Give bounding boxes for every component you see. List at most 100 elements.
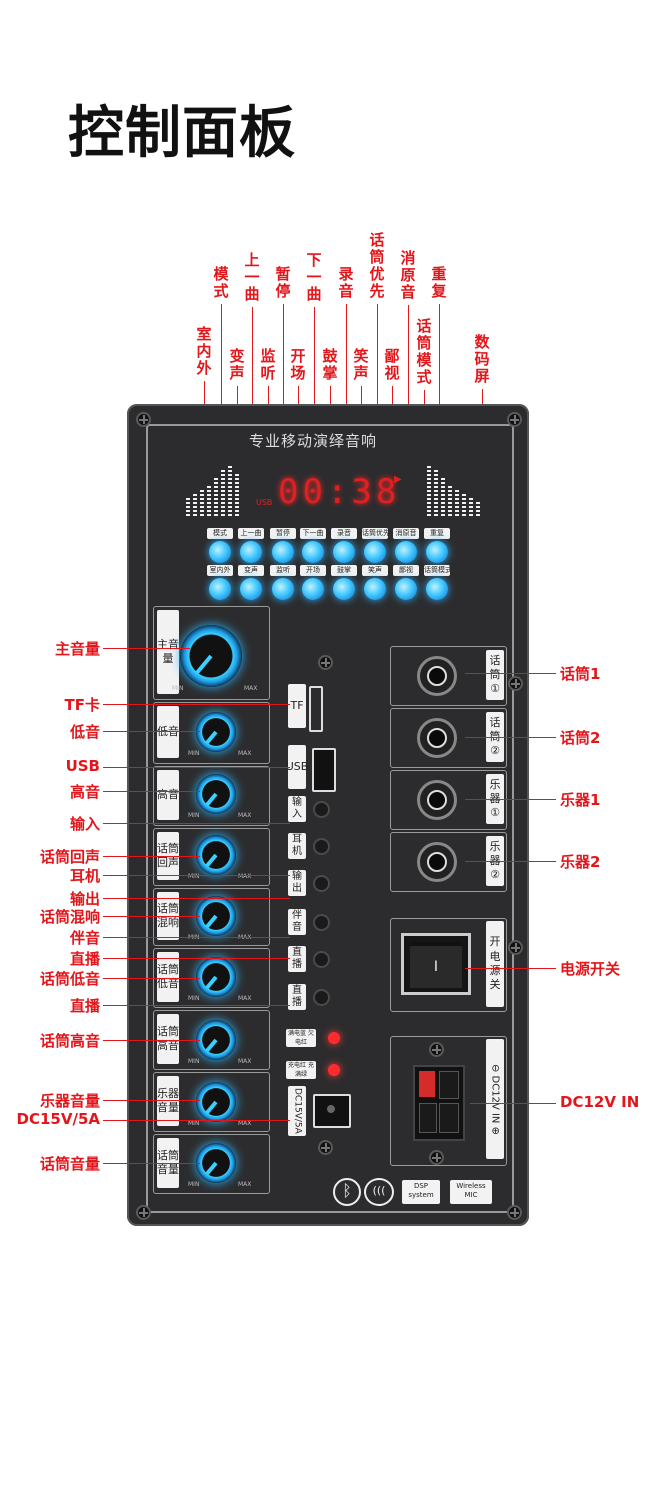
audio-jack-6[interactable]: [313, 989, 330, 1006]
screw-icon: [318, 1140, 333, 1155]
function-button-5[interactable]: [333, 541, 355, 563]
top-callout-3: 暂停: [275, 265, 291, 300]
left-callout-17: DC15V/5A: [16, 1110, 100, 1128]
right-callout-6: DC12V IN: [560, 1093, 640, 1111]
volume-knob-1[interactable]: [180, 625, 242, 687]
volume-knob-2[interactable]: [196, 712, 236, 752]
socket-label: 话筒①: [486, 650, 504, 700]
function-button-16[interactable]: [426, 578, 448, 600]
battery-led: [328, 1032, 340, 1044]
function-button-11[interactable]: [272, 578, 294, 600]
audio-jack-5[interactable]: [313, 951, 330, 968]
function-button-8[interactable]: [426, 541, 448, 563]
combo-jack-3[interactable]: [417, 780, 457, 820]
port-label-2: 耳机: [288, 833, 306, 859]
button-label-16: 话筒模式: [424, 565, 450, 576]
eq-meter-bar: [427, 466, 431, 518]
usb-port[interactable]: [312, 748, 336, 792]
knob-min-label: MIN: [188, 1058, 200, 1065]
left-callout-11: 伴音: [69, 929, 100, 947]
function-button-14[interactable]: [364, 578, 386, 600]
bluetooth-icon: ᛒ: [333, 1178, 361, 1206]
screw-icon: [136, 412, 151, 427]
port-label-3: 输出: [288, 870, 306, 896]
volume-knob-3[interactable]: [196, 774, 236, 814]
knob-min-label: MIN: [188, 873, 200, 880]
audio-jack-2[interactable]: [313, 838, 330, 855]
knob-label: 高音: [157, 770, 179, 820]
volume-knob-6[interactable]: [196, 957, 236, 997]
callout-line: [465, 799, 556, 800]
function-button-7[interactable]: [395, 541, 417, 563]
socket-box-3: 乐器①: [390, 770, 507, 830]
socket-box-4: 乐器②: [390, 832, 507, 892]
left-callout-14: 直播: [69, 997, 100, 1015]
knob-pointer: [205, 730, 218, 745]
charge-led: [328, 1064, 340, 1076]
dc-label: DC15V/5A: [288, 1086, 306, 1136]
volume-knob-8[interactable]: [196, 1082, 236, 1122]
button-label-3: 暂停: [270, 528, 296, 539]
left-callout-3: 低音: [69, 723, 100, 741]
audio-jack-4[interactable]: [313, 914, 330, 931]
play-indicator-icon: ▶: [394, 474, 402, 485]
volume-knob-5[interactable]: [196, 896, 236, 936]
function-button-13[interactable]: [333, 578, 355, 600]
button-label-2: 上一曲: [238, 528, 264, 539]
left-callout-6: 输入: [69, 815, 100, 833]
volume-knob-9[interactable]: [196, 1143, 236, 1183]
button-label-15: 鄙视: [393, 565, 419, 576]
combo-jack-1[interactable]: [417, 656, 457, 696]
button-label-10: 变声: [238, 565, 264, 576]
button-label-7: 消原音: [393, 528, 419, 539]
eq-meter-bar: [235, 474, 239, 518]
function-button-1[interactable]: [209, 541, 231, 563]
dc12v-box: ⊖ DC12V IN ⊕: [390, 1036, 507, 1166]
callout-line: [103, 767, 290, 768]
tf-card-slot[interactable]: [309, 686, 323, 732]
right-callout-2: 话筒2: [560, 729, 601, 747]
dc12v-connector[interactable]: [413, 1065, 465, 1141]
callout-line: [103, 1100, 200, 1101]
audio-jack-1[interactable]: [313, 801, 330, 818]
digital-display: 00:38: [278, 472, 401, 512]
combo-jack-4[interactable]: [417, 842, 457, 882]
power-switch[interactable]: I: [401, 933, 471, 995]
callout-line: [103, 1120, 290, 1121]
function-button-9[interactable]: [209, 578, 231, 600]
callout-line: [103, 978, 200, 979]
function-button-2[interactable]: [240, 541, 262, 563]
ccc-icon: (((: [364, 1178, 394, 1206]
socket-box-1: 话筒①: [390, 646, 507, 706]
volume-knob-4[interactable]: [196, 835, 236, 875]
callout-line: [103, 1005, 290, 1006]
function-button-4[interactable]: [302, 541, 324, 563]
left-callout-9: 输出: [69, 890, 100, 908]
callout-line: [103, 731, 200, 732]
knob-min-label: MIN: [188, 1120, 200, 1127]
knob-pointer: [205, 975, 218, 990]
audio-jack-3[interactable]: [313, 875, 330, 892]
eq-meter-bar: [200, 490, 204, 518]
knob-max-label: MAX: [238, 873, 252, 880]
callout-line: [103, 704, 290, 705]
knob-label: 主音量: [157, 610, 179, 694]
eq-meter-bar: [207, 486, 211, 518]
dc-input-jack[interactable]: [313, 1094, 351, 1128]
charge-led-label: 充电红 充满绿: [286, 1061, 316, 1079]
knob-pointer: [195, 654, 213, 674]
volume-knob-7[interactable]: [196, 1020, 236, 1060]
eq-meter-bar: [228, 466, 232, 518]
top-callout-8: 重复: [431, 265, 447, 300]
function-button-6[interactable]: [364, 541, 386, 563]
callout-line: [465, 968, 556, 969]
knob-pointer: [205, 1038, 218, 1053]
function-button-15[interactable]: [395, 578, 417, 600]
combo-jack-2[interactable]: [417, 718, 457, 758]
eq-meter-bar: [193, 494, 197, 518]
function-button-10[interactable]: [240, 578, 262, 600]
port-label-1: 输入: [288, 796, 306, 822]
function-button-3[interactable]: [272, 541, 294, 563]
function-button-12[interactable]: [302, 578, 324, 600]
knob-label: 乐器音量: [157, 1076, 179, 1126]
